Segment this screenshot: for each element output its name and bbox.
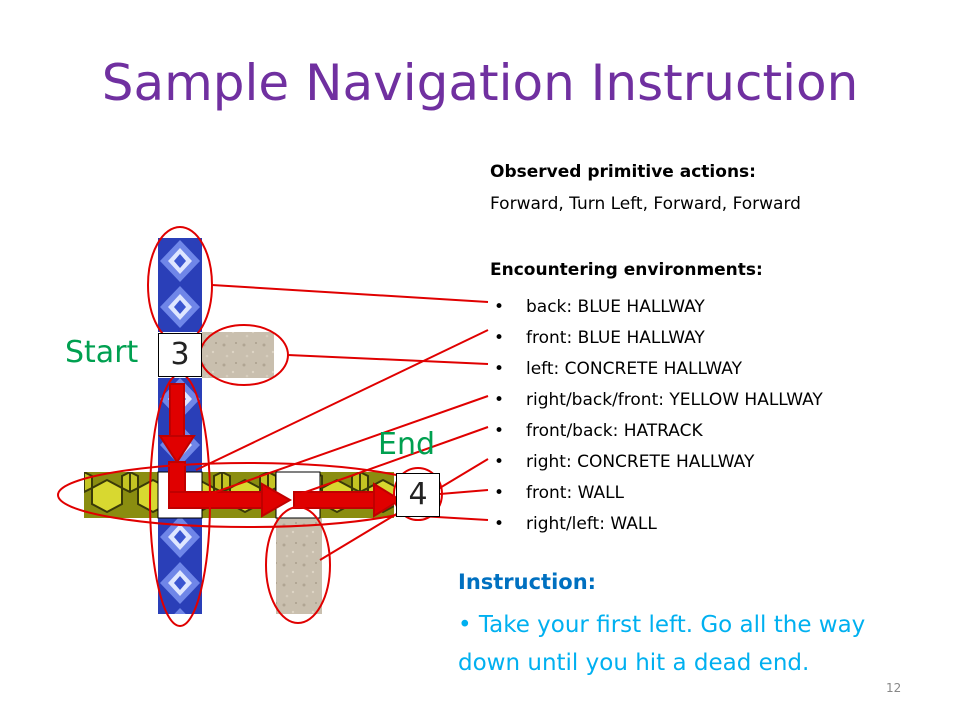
instruction-text: • Take your first left. Go all the way d… <box>458 612 866 676</box>
concrete-hallway-right-view <box>276 518 322 614</box>
environment-item: right/back/front: YELLOW HALLWAY <box>494 385 823 416</box>
observed-actions-text: Forward, Turn Left, Forward, Forward <box>490 194 801 214</box>
blue-hallway-bottom <box>158 518 202 614</box>
environment-item: back: BLUE HALLWAY <box>494 292 823 323</box>
instruction-heading: Instruction: <box>458 570 597 594</box>
blue-hallway-top <box>158 238 202 332</box>
environment-item: right: CONCRETE HALLWAY <box>494 447 823 478</box>
start-label: Start <box>65 335 139 370</box>
page-number: 12 <box>886 681 902 695</box>
environment-item: front/back: HATRACK <box>494 416 823 447</box>
environments-list: back: BLUE HALLWAY front: BLUE HALLWAY l… <box>494 292 823 540</box>
environment-item: right/left: WALL <box>494 509 823 540</box>
end-node-4: 4 <box>396 473 440 517</box>
observed-actions-heading: Observed primitive actions: <box>490 162 756 182</box>
environment-item: left: CONCRETE HALLWAY <box>494 354 823 385</box>
start-node-3: 3 <box>158 333 202 377</box>
concrete-hallway-left-view <box>202 332 274 378</box>
environments-heading: Encountering environments: <box>490 260 763 280</box>
connector-lines <box>195 284 489 561</box>
slide-title: Sample Navigation Instruction <box>101 54 859 112</box>
environment-item: front: BLUE HALLWAY <box>494 323 823 354</box>
ellipse-concrete-right <box>265 506 331 624</box>
end-label: End <box>378 427 436 462</box>
yellow-hallway-left <box>84 472 158 518</box>
path-arrows <box>158 383 402 518</box>
environment-item: front: WALL <box>494 478 823 509</box>
